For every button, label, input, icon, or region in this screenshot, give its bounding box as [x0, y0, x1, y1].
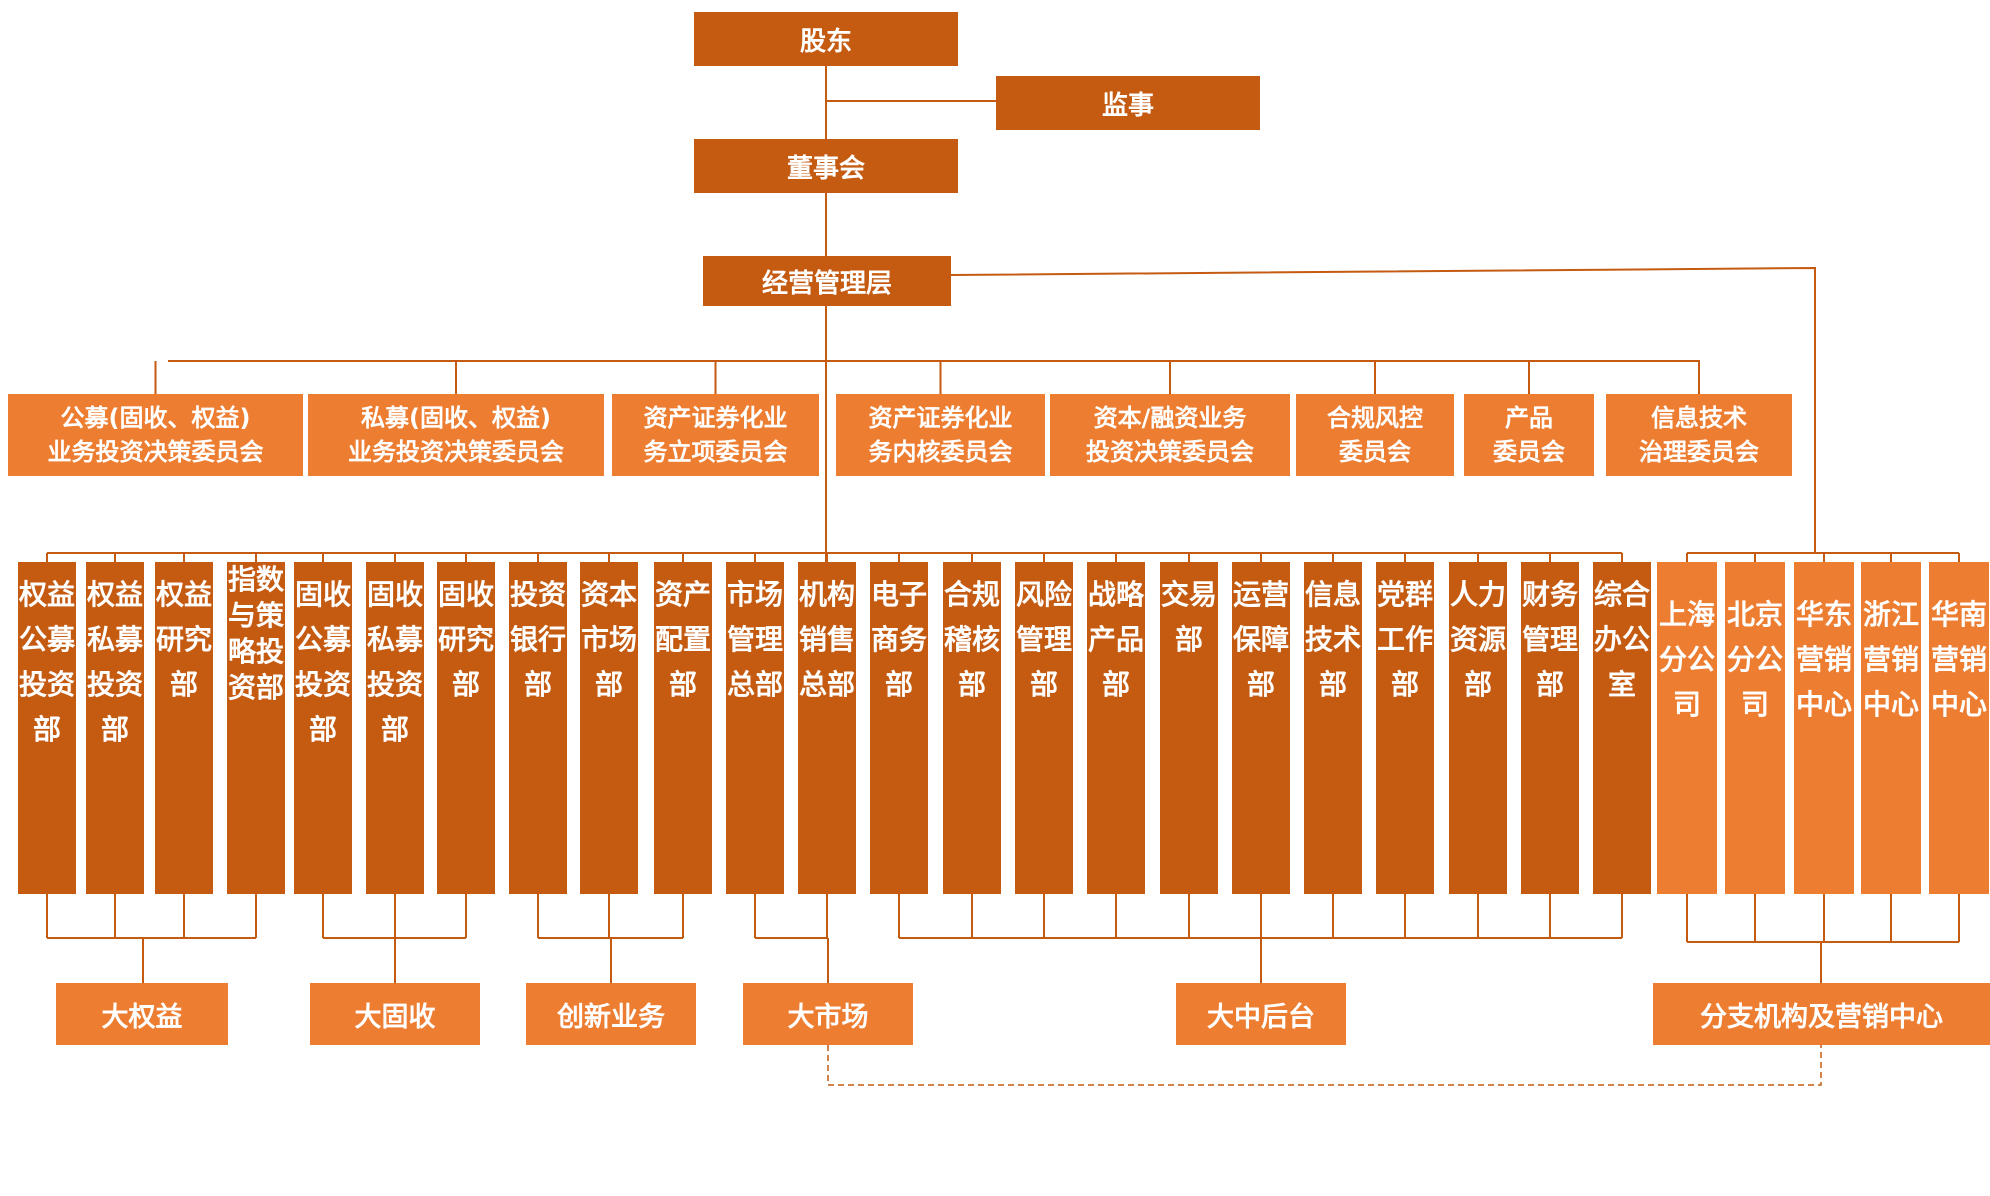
group-box: 大市场: [743, 983, 913, 1045]
committee-label-line2: 业务投资决策委员会: [47, 438, 264, 466]
department-box: 党群工作部: [1376, 562, 1434, 894]
dashed-link-line: [827, 1045, 1822, 1086]
committee-box: 产品委员会: [1464, 394, 1594, 476]
committee-box: 私募(固收、权益) 业务投资决策委员会: [308, 394, 604, 476]
group-box: 大中后台: [1176, 983, 1346, 1045]
shareholders-box: 股东: [694, 12, 958, 66]
committee-label-line1: 公募(固收、权益): [60, 404, 251, 432]
branch-box: 华南营销中心: [1929, 562, 1989, 894]
committee-label-line1: 资产证券化业: [643, 404, 788, 432]
department-box: 合规稽核部: [943, 562, 1001, 894]
branch-box: 华东营销中心: [1794, 562, 1854, 894]
department-box: 资产配置部: [654, 562, 712, 894]
department-box: 运营保障部: [1232, 562, 1290, 894]
department-box: 投资银行部: [509, 562, 567, 894]
committee-label-line1: 资本/融资业务: [1093, 404, 1247, 432]
department-box: 信息技术部: [1304, 562, 1362, 894]
committee-label-line1: 合规风控: [1327, 404, 1423, 432]
committee-label-line1: 产品: [1505, 404, 1553, 432]
group-box: 大固收: [310, 983, 480, 1045]
department-box: 人力资源部: [1449, 562, 1507, 894]
committee-box: 资产证券化业务立项委员会: [612, 394, 819, 476]
committee-label-line1: 私募(固收、权益): [361, 404, 551, 432]
committee-label-line2: 务内核委员会: [868, 438, 1013, 466]
branch-box: 上海分公司: [1657, 562, 1717, 894]
department-box: 权益私募投资部: [86, 562, 144, 894]
department-box: 权益研究部: [155, 562, 213, 894]
department-box: 财务管理部: [1521, 562, 1579, 894]
department-box: 市场管理总部: [726, 562, 784, 894]
supervisor-box: 监事: [996, 76, 1260, 130]
committee-label-line2: 务立项委员会: [643, 438, 788, 466]
management-branches-line: [950, 266, 1816, 553]
committee-label-line2: 委员会: [1493, 438, 1565, 466]
department-box: 交易部: [1160, 562, 1218, 894]
group-box: 大权益: [56, 983, 228, 1045]
department-box: 固收研究部: [437, 562, 495, 894]
management-box: 经营管理层: [703, 256, 951, 306]
department-box: 战略产品部: [1087, 562, 1145, 894]
department-box: 机构销售总部: [798, 562, 856, 894]
committee-box: 资本/融资业务投资决策委员会: [1050, 394, 1290, 476]
branch-box: 浙江营销中心: [1861, 562, 1921, 894]
committee-box: 资产证券化业务内核委员会: [836, 394, 1045, 476]
department-box: 风险管理部: [1015, 562, 1073, 894]
board-box: 董事会: [694, 139, 958, 193]
group-box: 分支机构及营销中心: [1653, 983, 1990, 1045]
department-box: 指数与策略投资部: [227, 562, 285, 894]
committee-box: 公募(固收、权益) 业务投资决策委员会: [8, 394, 303, 476]
committee-label-line1: 资产证券化业: [868, 404, 1013, 432]
committee-label-line2: 委员会: [1339, 438, 1411, 466]
department-box: 权益公募投资部: [18, 562, 76, 894]
department-box: 综合办公室: [1593, 562, 1651, 894]
committee-box: 合规风控委员会: [1296, 394, 1454, 476]
committee-box: 信息技术治理委员会: [1606, 394, 1792, 476]
committee-label-line2: 投资决策委员会: [1086, 438, 1254, 466]
department-box: 固收公募投资部: [294, 562, 352, 894]
committee-label-line1: 信息技术: [1651, 404, 1747, 432]
group-box: 创新业务: [526, 983, 696, 1045]
branch-box: 北京分公司: [1725, 562, 1785, 894]
department-box: 资本市场部: [580, 562, 638, 894]
department-box: 固收私募投资部: [366, 562, 424, 894]
committee-label-line2: 治理委员会: [1639, 438, 1759, 466]
committee-label-line2: 业务投资决策委员会: [348, 438, 564, 466]
department-box: 电子商务部: [870, 562, 928, 894]
